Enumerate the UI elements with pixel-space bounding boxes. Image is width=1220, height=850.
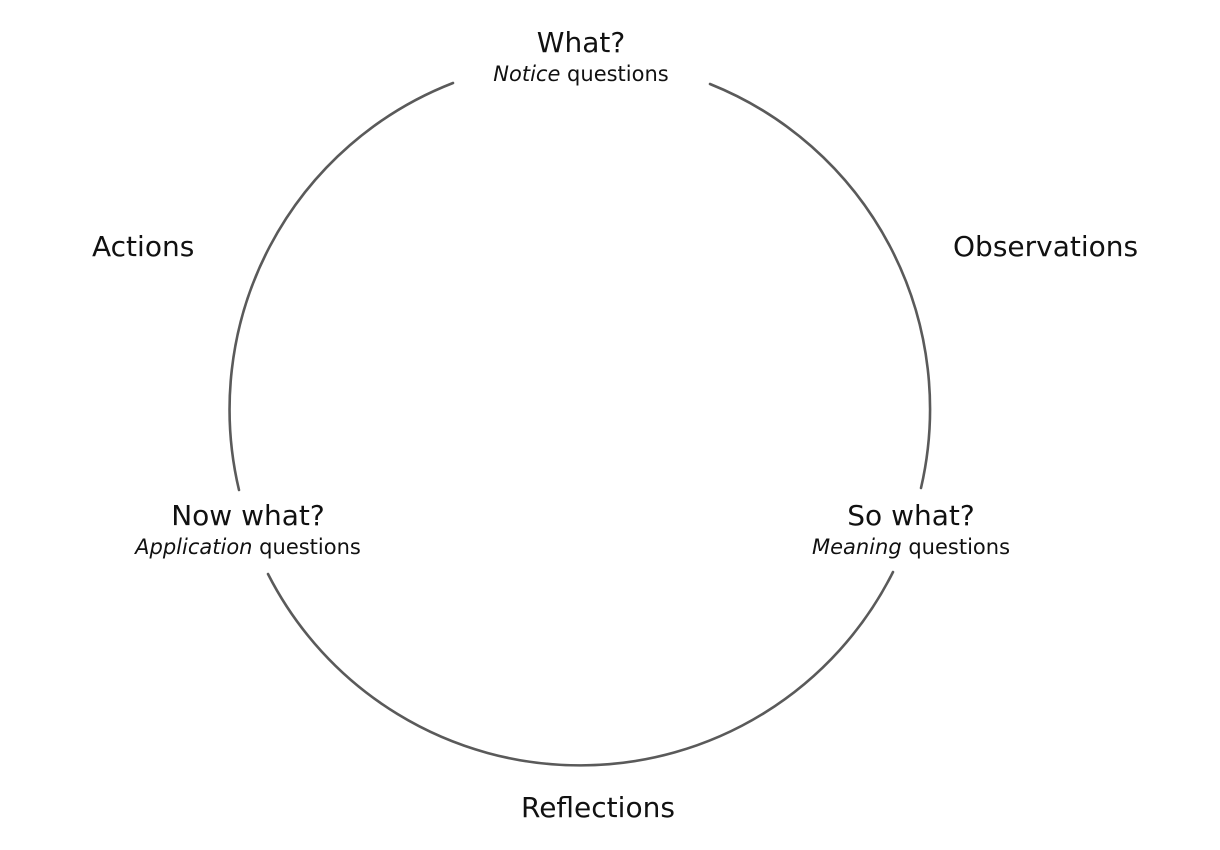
node-now-what-suffix: questions	[252, 535, 361, 559]
node-what: What? Notice questions	[481, 26, 681, 88]
edge-label-actions: Actions	[92, 230, 195, 263]
cycle-arc-now-what-to-what	[228, 81, 455, 492]
node-what-subtitle: Notice questions	[481, 60, 681, 88]
node-what-emphasis: Notice	[493, 62, 561, 86]
cycle-arc-so-what-to-now-what	[266, 570, 895, 767]
node-now-what-subtitle: Application questions	[118, 533, 378, 561]
node-so-what: So what? Meaning questions	[796, 499, 1026, 561]
node-so-what-suffix: questions	[901, 535, 1011, 559]
node-what-suffix: questions	[560, 62, 669, 86]
node-now-what-emphasis: Application	[135, 535, 253, 559]
node-so-what-title: So what?	[847, 499, 975, 532]
edge-label-observations: Observations	[953, 230, 1139, 263]
edge-label-reflections: Reflections	[521, 791, 675, 824]
cycle-arc-what-to-so-what	[708, 82, 932, 490]
node-so-what-subtitle: Meaning questions	[796, 533, 1026, 561]
node-so-what-emphasis: Meaning	[811, 535, 902, 559]
node-now-what-title: Now what?	[171, 499, 325, 532]
node-now-what: Now what? Application questions	[118, 499, 378, 561]
node-what-title: What?	[536, 26, 626, 59]
